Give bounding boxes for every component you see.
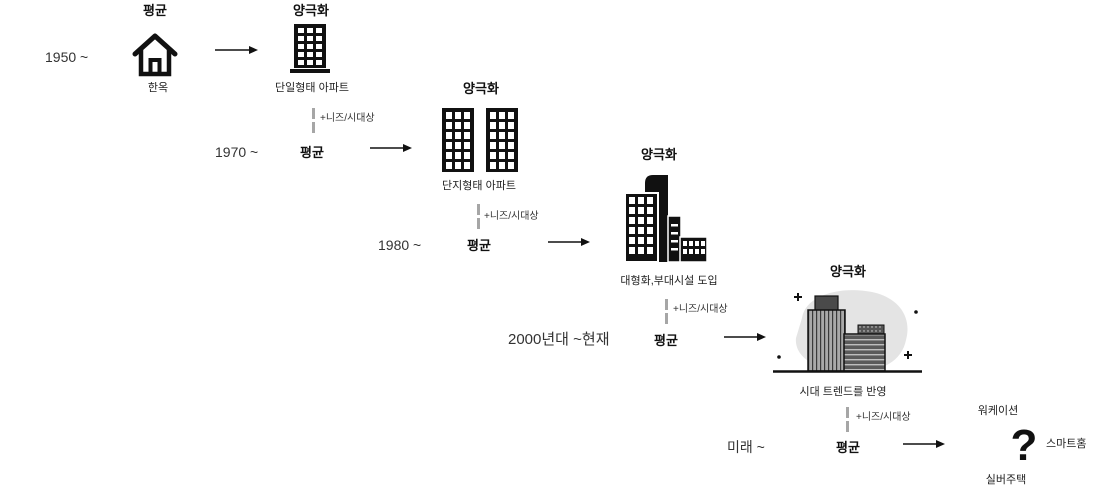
side-building (668, 216, 681, 262)
future-question-mark: ? (1004, 424, 1044, 468)
future-keyword-workation: 워케이션 (968, 406, 1028, 417)
average-heading-1970: 평균 (292, 146, 332, 159)
future-keyword-senior-housing: 실버주택 (976, 475, 1036, 486)
arrow-head (403, 144, 412, 152)
plus-sparkle (794, 293, 802, 301)
polarization-heading-2000s: 양극화 (823, 265, 873, 278)
arrow-head (936, 440, 945, 448)
window-grid (629, 197, 653, 255)
period-label-1980: 1980 ~ (378, 238, 421, 252)
average-heading-2000s: 평균 (646, 334, 686, 347)
house-icon (132, 33, 178, 77)
need-label-2000s: +니즈/시대상 (673, 305, 728, 315)
arrow-future (903, 440, 945, 448)
window-grid (683, 241, 705, 255)
apartment-building-left (442, 108, 474, 172)
polarization-caption-1970: 단지형태 아파트 (434, 181, 524, 192)
arrow-head (757, 333, 766, 341)
need-label-future: +니즈/시대상 (856, 413, 911, 423)
window-grid (446, 112, 470, 169)
arrow-1950 (215, 46, 258, 54)
window-grid (490, 112, 514, 169)
polarization-caption-2000s: 시대 트렌드를 반영 (783, 387, 903, 398)
need-label-1970: +니즈/시대상 (320, 114, 375, 124)
twin-apartment-buildings-icon (441, 107, 519, 173)
apartment-building-icon (290, 24, 330, 74)
apartment-building-right (486, 108, 518, 172)
plus-sparkle (904, 351, 912, 359)
window-grid (298, 28, 322, 66)
average-caption-1950: 한옥 (138, 83, 178, 94)
polarization-caption-1980: 대형화,부대시설 도입 (609, 276, 729, 287)
arrow-head (581, 238, 590, 246)
need-label-1980: +니즈/시대상 (484, 212, 539, 222)
striped-tower (808, 310, 845, 371)
arrow-2000s (724, 333, 766, 341)
arrow-1980 (548, 238, 590, 246)
average-heading-future: 평균 (828, 441, 868, 454)
polarization-heading-1950: 양극화 (286, 4, 336, 17)
polarization-heading-1970: 양극화 (456, 82, 506, 95)
period-label-2000s: 2000년대 ~현재 (508, 332, 610, 347)
polarization-caption-1950: 단일형태 아파트 (267, 83, 357, 94)
period-label-future: 미래 ~ (727, 440, 765, 454)
average-heading-1980: 평균 (459, 239, 499, 252)
period-label-1970: 1970 ~ (215, 145, 258, 159)
building-complex-icon (622, 172, 710, 264)
average-heading-1950: 평균 (135, 4, 175, 17)
polarization-heading-1980: 양극화 (634, 148, 684, 161)
dot-sparkle (914, 310, 918, 314)
annex-building (844, 334, 885, 371)
arrow-1970 (370, 144, 412, 152)
modern-building-illustration (772, 288, 924, 378)
building-base (290, 69, 330, 73)
future-keyword-smarthome: 스마트홈 (1046, 439, 1086, 450)
period-label-1950: 1950 ~ (45, 50, 88, 64)
arrow-head (249, 46, 258, 54)
tower-crown (815, 296, 838, 311)
dot-sparkle (777, 355, 781, 359)
